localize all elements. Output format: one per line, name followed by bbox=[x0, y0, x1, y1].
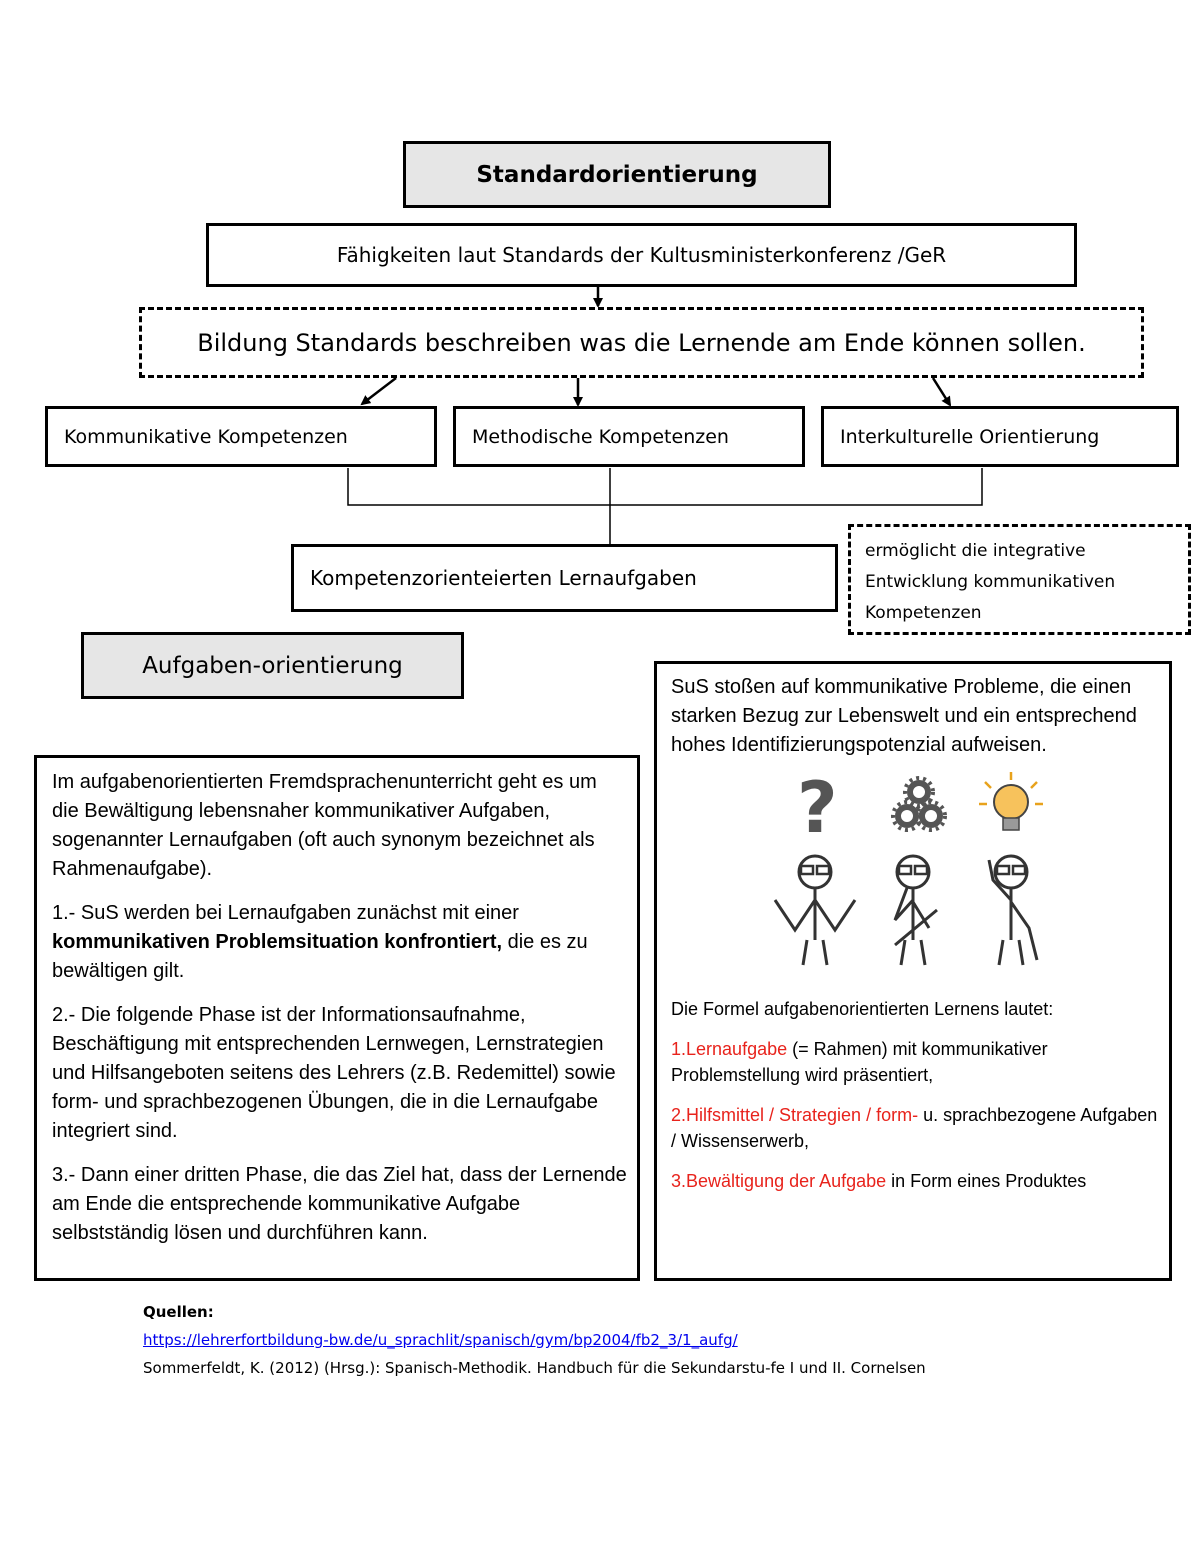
standardorientierung-title-box: Standardorientierung bbox=[403, 141, 831, 208]
phase-1-text: 1.- SuS werden bei Lernaufgaben zunächst… bbox=[52, 899, 627, 986]
bildung-standards-label: Bildung Standards beschreiben was die Le… bbox=[197, 328, 1086, 357]
phase-1-bold: kommunikativen Problemsituation konfront… bbox=[52, 931, 503, 953]
integrative-note-line-1: ermöglicht die integrative bbox=[865, 541, 1086, 561]
kommunikative-kompetenzen-label: Kommunikative Kompetenzen bbox=[64, 425, 348, 448]
phase-3-text: 3.- Dann einer dritten Phase, die das Zi… bbox=[52, 1164, 627, 1244]
formula-item-3-rest: in Form eines Produktes bbox=[886, 1171, 1087, 1191]
kommunikative-kompetenzen-box: Kommunikative Kompetenzen bbox=[45, 406, 437, 467]
problems-intro-text: SuS stoßen auf kommunikative Probleme, d… bbox=[671, 676, 1137, 756]
formula-item-2-rest: u. sprachbezogene Aufgaben / Wissenserwe… bbox=[671, 1105, 1158, 1151]
task-intro-text: Im aufgabenorientierten Fremdsprachenunt… bbox=[52, 771, 597, 880]
question-mark-icon: ? bbox=[797, 770, 838, 849]
interkulturelle-orientierung-box: Interkulturelle Orientierung bbox=[821, 406, 1179, 467]
arrow-to-interkulturelle bbox=[931, 377, 952, 407]
bildung-standards-box: Bildung Standards beschreiben was die Le… bbox=[139, 307, 1144, 378]
formula-item-3: 3.Bewältigung der Aufgabe in Form eines … bbox=[671, 1168, 1159, 1194]
formula-item-3-number: 3. bbox=[671, 1171, 687, 1191]
formula-item-1: 1.Lernaufgabe (= Rahmen) mit kommunikati… bbox=[671, 1036, 1159, 1088]
interkulturelle-orientierung-label: Interkulturelle Orientierung bbox=[840, 425, 1100, 448]
formula-box: SuS stoßen auf kommunikative Probleme, d… bbox=[654, 661, 1172, 1281]
thinking-figures-illustration: ? bbox=[773, 770, 1043, 966]
methodische-kompetenzen-label: Methodische Kompetenzen bbox=[472, 425, 729, 448]
formula-item-2-highlight: 2.Hilfsmittel / Strategien / form- bbox=[671, 1105, 919, 1125]
thinking-figures bbox=[773, 854, 1039, 966]
lightbulb-icon bbox=[979, 772, 1043, 831]
phase-2-text: 2.- Die folgende Phase ist der Informati… bbox=[52, 1004, 616, 1142]
formula-item-2: 2.Hilfsmittel / Strategien / form- u. sp… bbox=[671, 1102, 1159, 1154]
arrow-to-kommunikative bbox=[360, 377, 397, 406]
phase-1-pre: 1.- SuS werden bei Lernaufgaben zunächst… bbox=[52, 902, 519, 924]
lernaufgaben-box: Kompetenzorienteierten Lernaufgaben bbox=[291, 544, 838, 612]
standardorientierung-title: Standardorientierung bbox=[476, 161, 758, 188]
source-citation: Sommerfeldt, K. (2012) (Hrsg.): Spanisch… bbox=[143, 1359, 926, 1377]
formula-item-3-highlight: Bewältigung der Aufgabe bbox=[686, 1171, 887, 1191]
formula-item-1-number: 1. bbox=[671, 1039, 687, 1059]
source-link[interactable]: https://lehrerfortbildung-bw.de/u_sprach… bbox=[143, 1331, 738, 1349]
integrative-note-line-3: Kompetenzen bbox=[865, 603, 982, 623]
sources-section: Quellen: https://lehrerfortbildung-bw.de… bbox=[143, 1298, 926, 1382]
aufgaben-orientierung-title: Aufgaben-orientierung bbox=[142, 652, 403, 679]
sources-label: Quellen: bbox=[143, 1303, 214, 1321]
bracket-connector bbox=[347, 468, 983, 506]
integrative-note-box: ermöglicht die integrative Entwicklung k… bbox=[848, 524, 1191, 635]
task-phases-box: Im aufgabenorientierten Fremdsprachenunt… bbox=[34, 755, 640, 1281]
integrative-note-line-2: Entwicklung kommunikativen bbox=[865, 572, 1116, 592]
kmk-box: Fähigkeiten laut Standards der Kultusmin… bbox=[206, 223, 1077, 287]
formula-title: Die Formel aufgabenorientierten Lernens … bbox=[671, 999, 1054, 1019]
phase-1-post: die es zu bewältigen gilt. bbox=[52, 931, 588, 982]
methodische-kompetenzen-box: Methodische Kompetenzen bbox=[453, 406, 805, 467]
aufgaben-orientierung-title-box: Aufgaben-orientierung bbox=[81, 632, 464, 699]
lernaufgaben-label: Kompetenzorienteierten Lernaufgaben bbox=[310, 566, 697, 590]
formula-item-1-highlight: Lernaufgabe bbox=[686, 1039, 788, 1059]
formula-item-1-rest: (= Rahmen) mit kommunikativer Problemste… bbox=[671, 1039, 1048, 1085]
kmk-label: Fähigkeiten laut Standards der Kultusmin… bbox=[336, 243, 947, 267]
